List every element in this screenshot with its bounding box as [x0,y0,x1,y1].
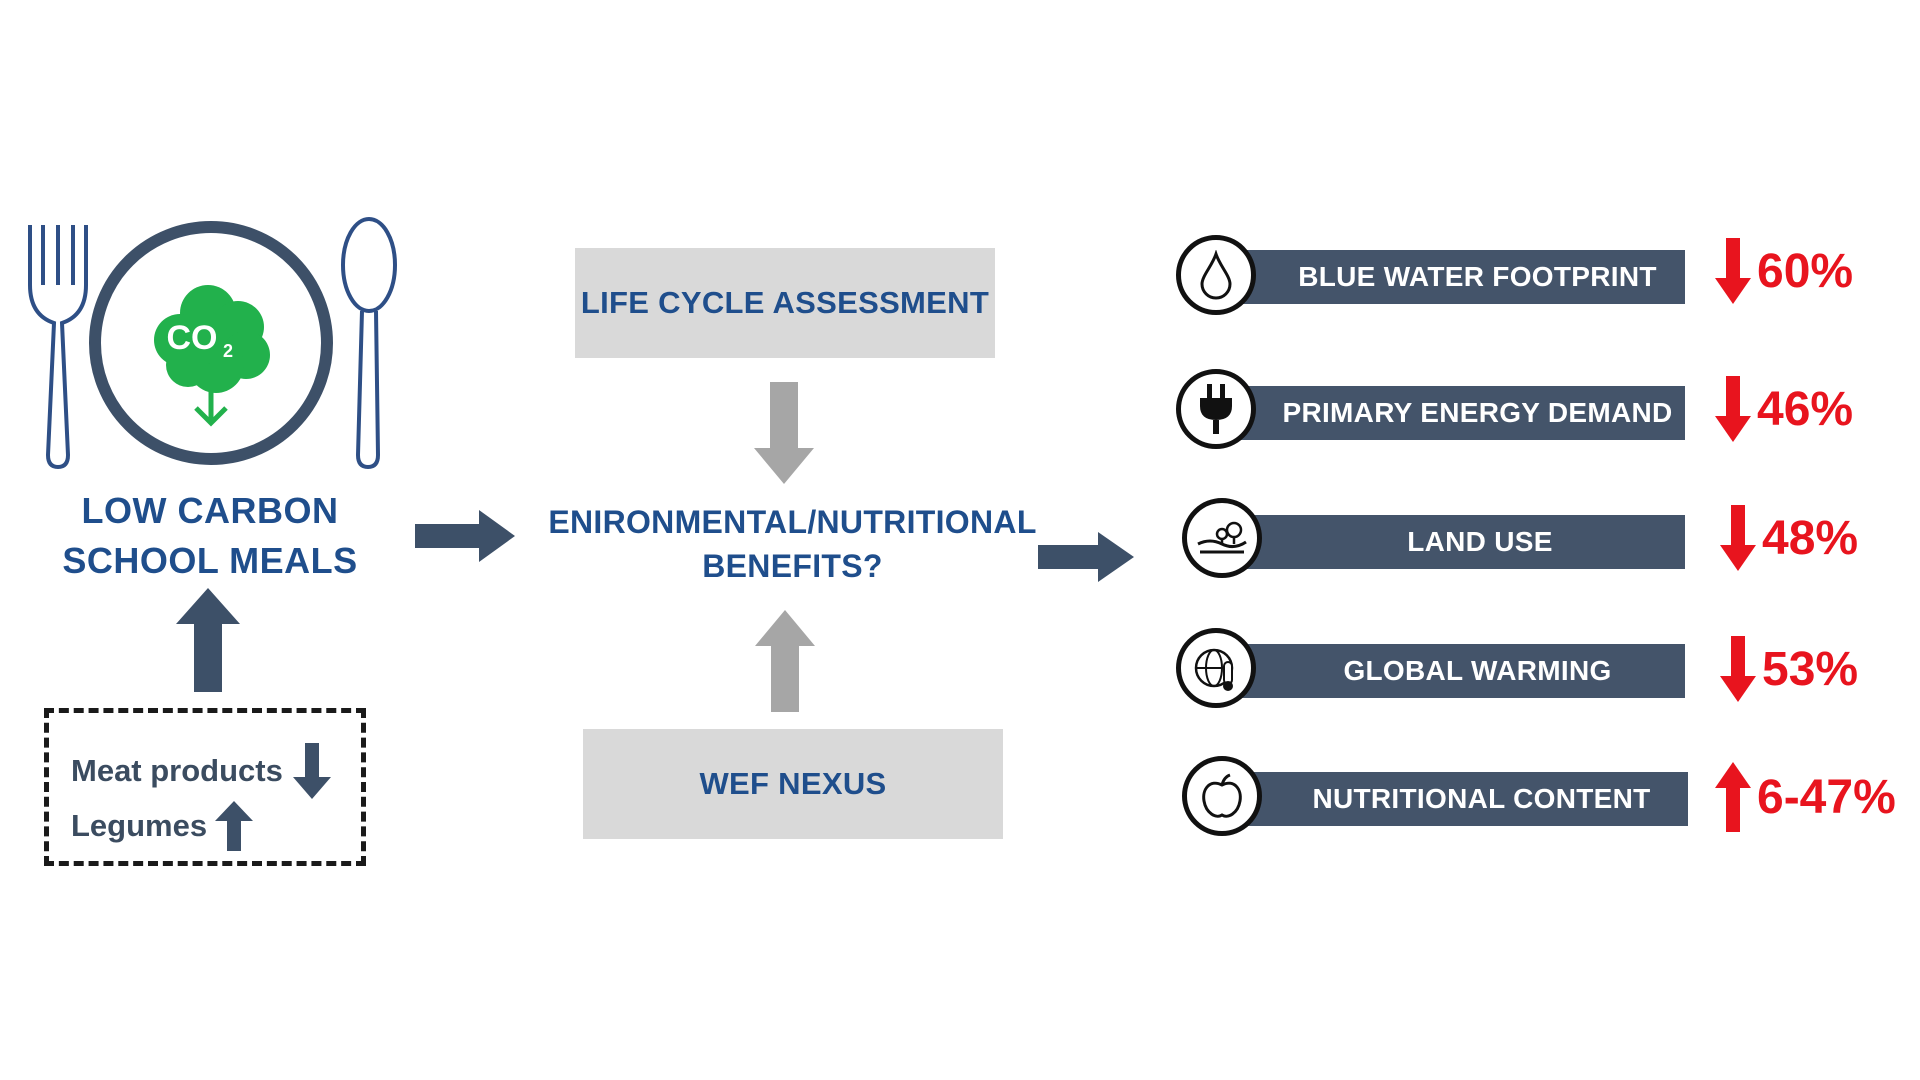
result-label-primary-energy: PRIMARY ENERGY DEMAND [1282,397,1673,428]
benefits-to-results-arrow [1038,532,1134,582]
life-cycle-assessment-box: LIFE CYCLE ASSESSMENT [575,248,995,358]
ingredients-to-meals-arrow [176,588,240,692]
water-drop-icon [1176,235,1256,315]
spoon-icon [341,217,397,470]
benefits-question-line2: BENEFITS? [702,548,883,584]
wef-nexus-label: WEF NEXUS [699,766,887,801]
ingredient-meat: Meat products [71,743,331,799]
result-value-global-warming: 53% [1720,636,1858,702]
plate-illustration: CO 2 [28,217,397,470]
result-label-blue-water: BLUE WATER FOOTPRINT [1298,261,1657,292]
land-icon [1182,498,1262,578]
result-bar-nutritional: NUTRITIONAL CONTENT [1245,772,1688,826]
wef-nexus-box: WEF NEXUS [583,729,1003,839]
low-carbon-title: LOW CARBON SCHOOL MEALS [40,486,380,586]
co2-label: CO [167,319,218,357]
globe-thermometer-icon [1176,628,1256,708]
up-arrow-icon [1715,762,1751,832]
result-value-blue-water: 60% [1715,238,1853,304]
power-plug-icon [1176,369,1256,449]
life-cycle-assessment-label: LIFE CYCLE ASSESSMENT [580,285,990,320]
result-value-land-use: 48% [1720,505,1858,571]
result-value-primary-energy-text: 46% [1757,382,1854,436]
result-label-land-use: LAND USE [1407,526,1553,557]
lca-down-arrow [754,382,814,484]
wef-up-arrow [755,610,815,712]
result-value-nutritional-text: 6-47% [1757,770,1896,824]
low-carbon-title-line1: LOW CARBON [81,490,339,531]
low-carbon-title-line2: SCHOOL MEALS [62,540,358,581]
result-label-global-warming: GLOBAL WARMING [1343,655,1612,686]
co2-cloud-icon: CO 2 [154,285,270,427]
down-arrow-icon [1715,376,1751,442]
ingredient-legumes-label: Legumes [71,808,208,843]
down-arrow-icon [292,743,331,799]
ingredients-box: Meat products Legumes [44,708,366,866]
down-arrow-icon [1715,238,1751,304]
result-bar-global-warming: GLOBAL WARMING [1240,644,1685,698]
result-value-nutritional: 6-47% [1715,762,1896,832]
up-arrow-icon [215,801,254,851]
down-arrow-icon [1720,505,1756,571]
result-label-nutritional: NUTRITIONAL CONTENT [1312,783,1651,814]
apple-icon [1182,756,1262,836]
fork-icon [28,225,88,470]
ingredient-meat-label: Meat products [71,753,283,788]
down-arrow-icon [1720,636,1756,702]
result-bar-land-use: LAND USE [1245,515,1685,569]
result-bar-primary-energy: PRIMARY ENERGY DEMAND [1240,386,1685,440]
ingredient-legumes: Legumes [71,801,254,851]
result-value-primary-energy: 46% [1715,376,1853,442]
benefits-question-line1: ENIRONMENTAL/NUTRITIONAL [548,504,1037,540]
result-value-global-warming-text: 53% [1762,642,1859,696]
benefits-question: ENIRONMENTAL/NUTRITIONAL BENEFITS? [535,500,1050,588]
result-bar-blue-water: BLUE WATER FOOTPRINT [1240,250,1685,304]
result-value-blue-water-text: 60% [1757,244,1854,298]
result-value-land-use-text: 48% [1762,511,1859,565]
co2-subscript: 2 [223,341,233,361]
meals-to-benefits-arrow [415,510,515,562]
